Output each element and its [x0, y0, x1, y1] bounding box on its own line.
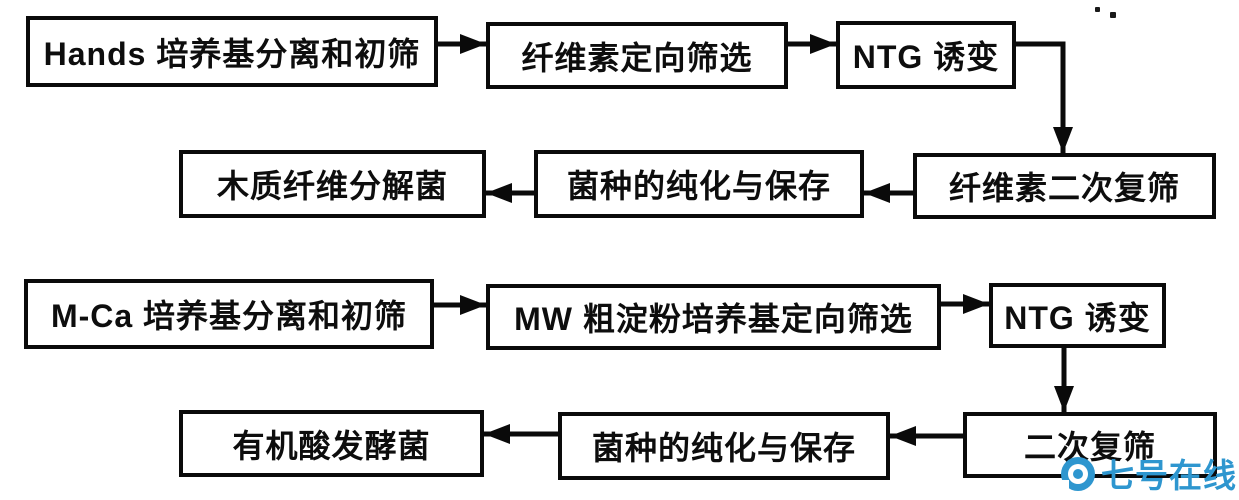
node-hands-medium-isolation: Hands 培养基分离和初筛 — [26, 16, 438, 87]
node-ntg-mutagenesis-1: NTG 诱变 — [836, 21, 1016, 89]
arrowhead-left-icon — [890, 426, 916, 446]
ink-speck — [1110, 12, 1116, 18]
node-cellulose-secondary-rescreening: 纤维素二次复筛 — [913, 153, 1216, 219]
node-cellulose-directional-screening: 纤维素定向筛选 — [486, 22, 788, 89]
arrowhead-right-icon — [810, 34, 836, 54]
arrowhead-right-icon — [460, 295, 486, 315]
arrowhead-down-icon — [1053, 127, 1073, 153]
arrowhead-right-icon — [963, 294, 989, 314]
node-ntg-mutagenesis-2: NTG 诱变 — [989, 283, 1166, 348]
circle-lens-icon — [1059, 454, 1097, 492]
arrowhead-left-icon — [486, 183, 512, 203]
arrowhead-left-icon — [484, 424, 510, 444]
arrowhead-down-icon — [1054, 386, 1074, 412]
arrowhead-left-icon — [864, 183, 890, 203]
arrow-ntg-mutagenesis-1-to-cellulose-secondary-rescreening — [1016, 41, 1066, 153]
watermark: 七号在线 — [1059, 449, 1237, 497]
node-strain-purification-preservation-2: 菌种的纯化与保存 — [558, 412, 890, 480]
watermark-text: 七号在线 — [1101, 457, 1237, 494]
arrowhead-right-icon — [460, 34, 486, 54]
node-lignocellulose-decomposing-bacteria: 木质纤维分解菌 — [179, 150, 486, 218]
ink-speck — [1095, 7, 1100, 12]
node-mw-starch-medium-screening: MW 粗淀粉培养基定向筛选 — [486, 284, 941, 350]
node-mca-medium-isolation: M-Ca 培养基分离和初筛 — [24, 279, 434, 349]
node-strain-purification-preservation-1: 菌种的纯化与保存 — [534, 150, 864, 218]
node-organic-acid-fermenting-bacteria: 有机酸发酵菌 — [179, 410, 484, 477]
